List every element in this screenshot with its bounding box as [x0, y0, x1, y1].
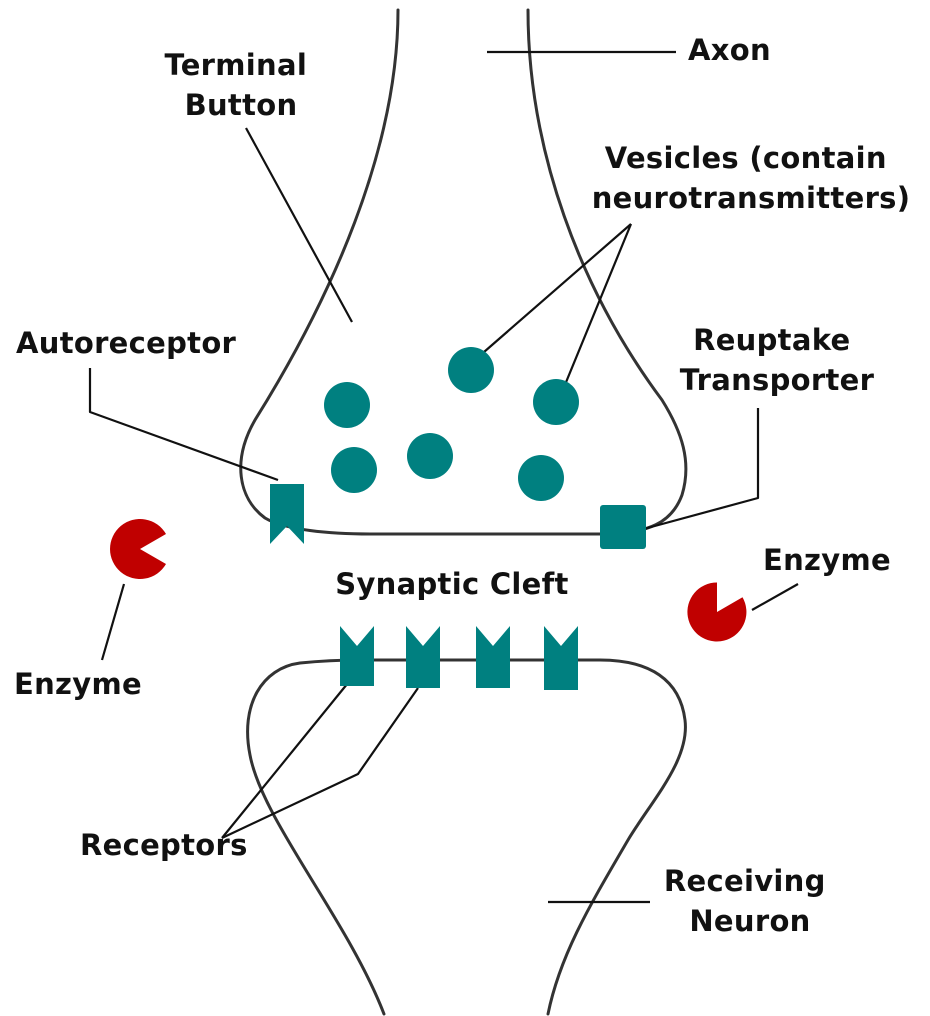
autoreceptor-label: Autoreceptor [16, 326, 237, 360]
vesicle [407, 433, 453, 479]
enzyme-left-leader [102, 584, 124, 660]
receptors-leader-1 [222, 678, 352, 838]
enzyme-left-icon [110, 519, 166, 579]
enzyme-right-label: Enzyme [763, 543, 891, 577]
vesicles-leader-2 [562, 224, 631, 392]
receptor-icon [406, 626, 440, 688]
enzyme-left-label: Enzyme [14, 667, 142, 701]
receptors-label: Receptors [80, 828, 248, 862]
vesicles-leader-1 [484, 224, 631, 352]
enzyme-right-leader [752, 584, 798, 610]
receptor-icon [476, 626, 510, 688]
autoreceptor-icon [270, 484, 304, 544]
receptor-icon [340, 626, 374, 686]
leader-lines [90, 52, 798, 902]
receiving-neuron-label: Receiving Neuron [664, 864, 836, 938]
vesicle [331, 447, 377, 493]
synaptic-cleft-label: Synaptic Cleft [335, 567, 568, 601]
receiving-neuron-outline [248, 660, 686, 1014]
vesicle [518, 455, 564, 501]
autoreceptor-leader [90, 368, 278, 480]
reuptake-transporter-leader [640, 408, 758, 530]
enzyme-right-icon [687, 582, 746, 641]
reuptake-transporter-icon [600, 505, 646, 549]
vesicle [533, 379, 579, 425]
vesicles [324, 347, 579, 501]
receptors [340, 626, 578, 690]
vesicles-label: Vesicles (contain neurotransmitters) [592, 141, 911, 215]
axon-label: Axon [688, 33, 771, 67]
terminal-button-outline [241, 10, 686, 534]
vesicle [324, 382, 370, 428]
vesicle [448, 347, 494, 393]
reuptake-transporter-label: Reuptake Transporter [680, 323, 875, 397]
terminal-button-label: Terminal Button [164, 48, 317, 122]
terminal-button-leader [246, 128, 352, 322]
receptor-icon [544, 626, 578, 690]
